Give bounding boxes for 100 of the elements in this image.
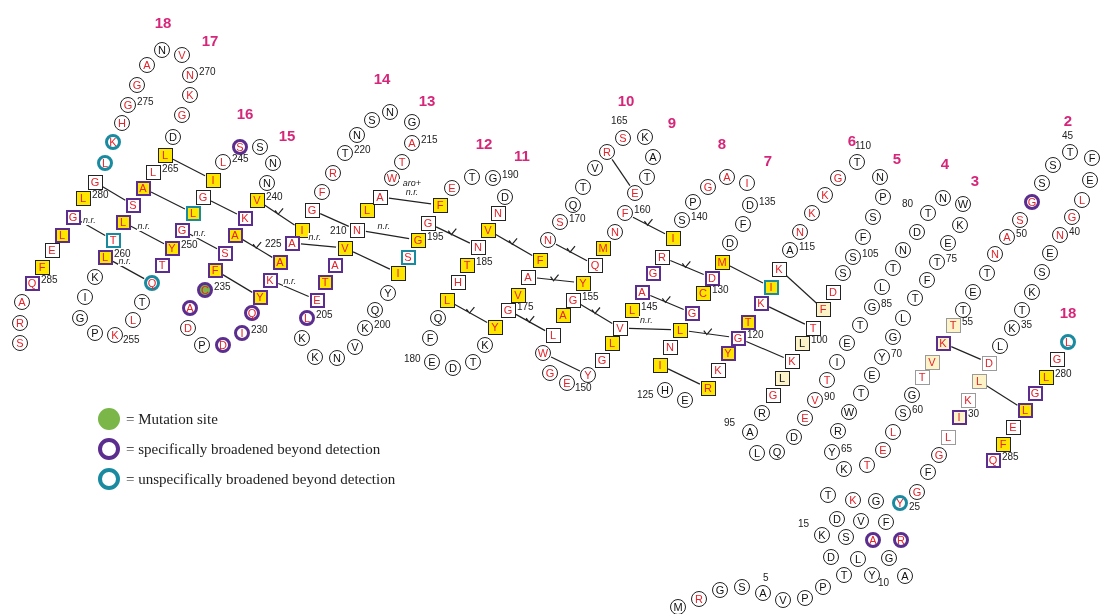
residue-letter: T <box>824 489 832 501</box>
residue-letter: Q <box>147 277 157 289</box>
residue-letter: W <box>957 198 969 210</box>
residue-letter: L <box>58 229 66 241</box>
residue-square <box>1038 369 1054 385</box>
residue-number: 70 <box>891 349 903 359</box>
residue-square <box>914 369 930 385</box>
residue-circle <box>552 214 568 230</box>
residue-number: 35 <box>1021 320 1033 330</box>
residue-circle <box>1082 172 1098 188</box>
residue-circle <box>885 424 901 440</box>
residue-circle <box>97 155 113 171</box>
residue-square <box>624 302 640 318</box>
residue-letter: L <box>628 304 636 316</box>
residue-circle <box>1074 192 1090 208</box>
residue-letter: L <box>79 192 87 204</box>
residue-letter: G <box>132 79 142 91</box>
contact-line <box>611 158 631 187</box>
residue-letter: W <box>386 172 398 184</box>
residue-number: 190 <box>502 170 519 180</box>
legend-text: = Mutation site <box>126 411 218 427</box>
checked-contact-line <box>515 313 546 332</box>
residue-letter: L <box>189 207 197 219</box>
residue-square <box>252 289 268 305</box>
residue-letter: E <box>801 412 809 424</box>
residue-letter: A <box>759 587 767 599</box>
residue-circle <box>850 551 866 567</box>
residue-letter: T <box>823 374 831 386</box>
residue-circle <box>820 487 836 503</box>
residue-letter: T <box>857 387 865 399</box>
helix-number: 9 <box>667 114 677 130</box>
residue-letter: V <box>514 289 522 301</box>
helix-number: 16 <box>236 105 254 121</box>
residue-square <box>359 202 375 218</box>
residue-letter: V <box>253 194 261 206</box>
residue-square <box>480 222 496 238</box>
residue-circle <box>125 312 141 328</box>
residue-circle <box>404 135 420 151</box>
residue-letter: K <box>361 322 369 334</box>
residue-letter: T <box>853 156 861 168</box>
residue-circle <box>174 47 190 63</box>
residue-circle <box>580 367 596 383</box>
residue-letter: T <box>959 304 967 316</box>
residue-square <box>450 274 466 290</box>
residue-circle <box>639 169 655 185</box>
residue-circle <box>839 335 855 351</box>
residue-circle <box>865 532 881 548</box>
residue-letter: A <box>524 271 532 283</box>
residue-circle <box>935 190 951 206</box>
residue-square <box>672 322 688 338</box>
residue-circle <box>559 375 575 391</box>
residue-circle <box>929 254 945 270</box>
residue-letter: F <box>999 438 1007 450</box>
residue-square <box>317 274 333 290</box>
residue-letter: A <box>786 244 794 256</box>
residue-number: 125 <box>637 390 654 400</box>
residue-letter: G <box>597 354 607 366</box>
residue-letter: S <box>1049 159 1057 171</box>
residue-letter: G <box>90 176 100 188</box>
contact-line <box>300 243 337 248</box>
residue-number: 150 <box>575 383 592 393</box>
residue-square <box>1005 419 1021 435</box>
residue-square <box>510 287 526 303</box>
residue-number: 180 <box>404 354 421 364</box>
residue-letter: I <box>240 327 244 339</box>
residue-letter: F <box>38 261 46 273</box>
residue-letter: N <box>474 241 482 253</box>
residue-circle <box>775 592 791 608</box>
residue-number: 160 <box>634 205 651 215</box>
residue-letter: N <box>899 244 907 256</box>
residue-circle <box>823 549 839 565</box>
residue-letter: G <box>884 552 894 564</box>
residue-circle <box>807 392 823 408</box>
residue-letter: F <box>739 218 747 230</box>
residue-circle <box>864 367 880 383</box>
residue-circle <box>895 242 911 258</box>
residue-circle <box>114 115 130 131</box>
residue-circle <box>920 464 936 480</box>
residue-letter: T <box>158 259 166 271</box>
residue-number: 235 <box>214 282 231 292</box>
residue-number: 285 <box>1002 452 1019 462</box>
residue-circle <box>497 189 513 205</box>
residue-letter: G <box>768 389 778 401</box>
residue-square <box>935 335 951 351</box>
residue-circle <box>830 423 846 439</box>
residue-letter: E <box>944 237 952 249</box>
residue-letter: N <box>939 192 947 204</box>
residue-letter: L <box>363 204 371 216</box>
contact-line <box>277 282 310 298</box>
helix-number: 10 <box>617 92 635 108</box>
helix-number: 14 <box>373 70 391 86</box>
residue-square <box>815 301 831 317</box>
edge-label: n.r. <box>136 222 152 231</box>
residue-circle <box>735 216 751 232</box>
residue-circle <box>849 154 865 170</box>
residue-circle <box>782 242 798 258</box>
residue-letter: R <box>695 593 703 605</box>
residue-letter: E <box>1086 174 1094 186</box>
residue-letter: Y <box>828 446 836 458</box>
residue-circle <box>294 330 310 346</box>
